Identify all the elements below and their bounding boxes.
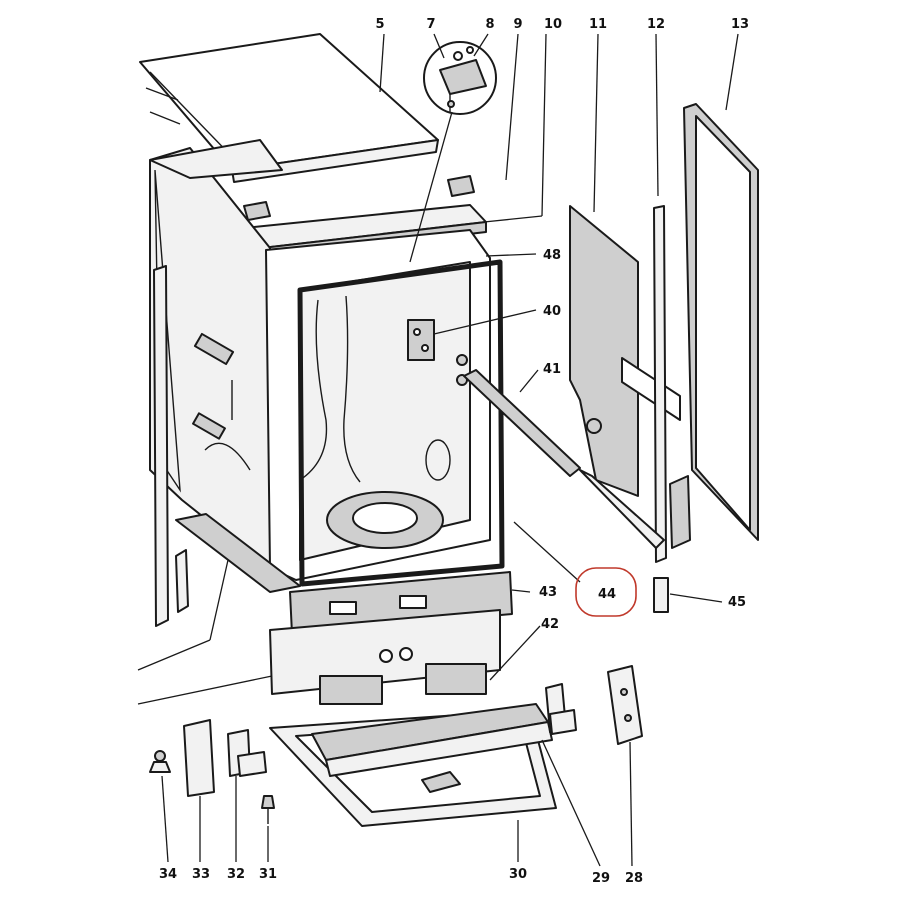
part-front-plinth [311, 703, 553, 777]
part-latch-bracket [653, 577, 669, 613]
part-cover-33 [183, 719, 215, 797]
leader-lines [137, 33, 739, 867]
callout-28: 28 [625, 871, 643, 886]
callout-31: 31 [259, 867, 277, 882]
part-rear-bracket [607, 665, 643, 745]
callout-30: 30 [509, 867, 527, 882]
part-door-frame [579, 205, 691, 563]
highlight-ring-44 [575, 567, 637, 617]
part-bracket-32 [227, 729, 267, 777]
part-door-gasket [297, 259, 505, 587]
part-clip-9 [447, 175, 475, 197]
callout-12: 12 [647, 17, 665, 32]
callout-8: 8 [485, 17, 494, 32]
callout-32: 32 [227, 867, 245, 882]
callout-48: 48 [543, 248, 561, 263]
callout-5: 5 [375, 17, 384, 32]
callout-43: 43 [539, 585, 557, 600]
callout-9: 9 [513, 17, 522, 32]
part-screw-31 [261, 795, 275, 824]
callout-labels: 5 7 8 9 10 11 12 13 48 40 41 43 44 45 42… [159, 17, 749, 886]
part-foot-34 [149, 750, 171, 773]
part-detail-inset [423, 41, 497, 115]
callout-29: 29 [592, 871, 610, 886]
part-side-rail [463, 369, 581, 477]
callout-34: 34 [159, 867, 177, 882]
part-outer-door-panel [683, 103, 759, 541]
callout-45: 45 [728, 595, 746, 610]
callout-11: 11 [589, 17, 607, 32]
callout-40: 40 [543, 304, 561, 319]
part-cabinet-body [149, 139, 491, 627]
part-angle-bracket-right [545, 683, 577, 735]
callout-7: 7 [426, 17, 435, 32]
callout-33: 33 [192, 867, 210, 882]
part-clip-small [243, 201, 271, 221]
callout-44: 44 [598, 587, 616, 602]
callout-41: 41 [543, 362, 561, 377]
callout-10: 10 [544, 17, 562, 32]
callout-42: 42 [541, 617, 559, 632]
callout-13: 13 [731, 17, 749, 32]
